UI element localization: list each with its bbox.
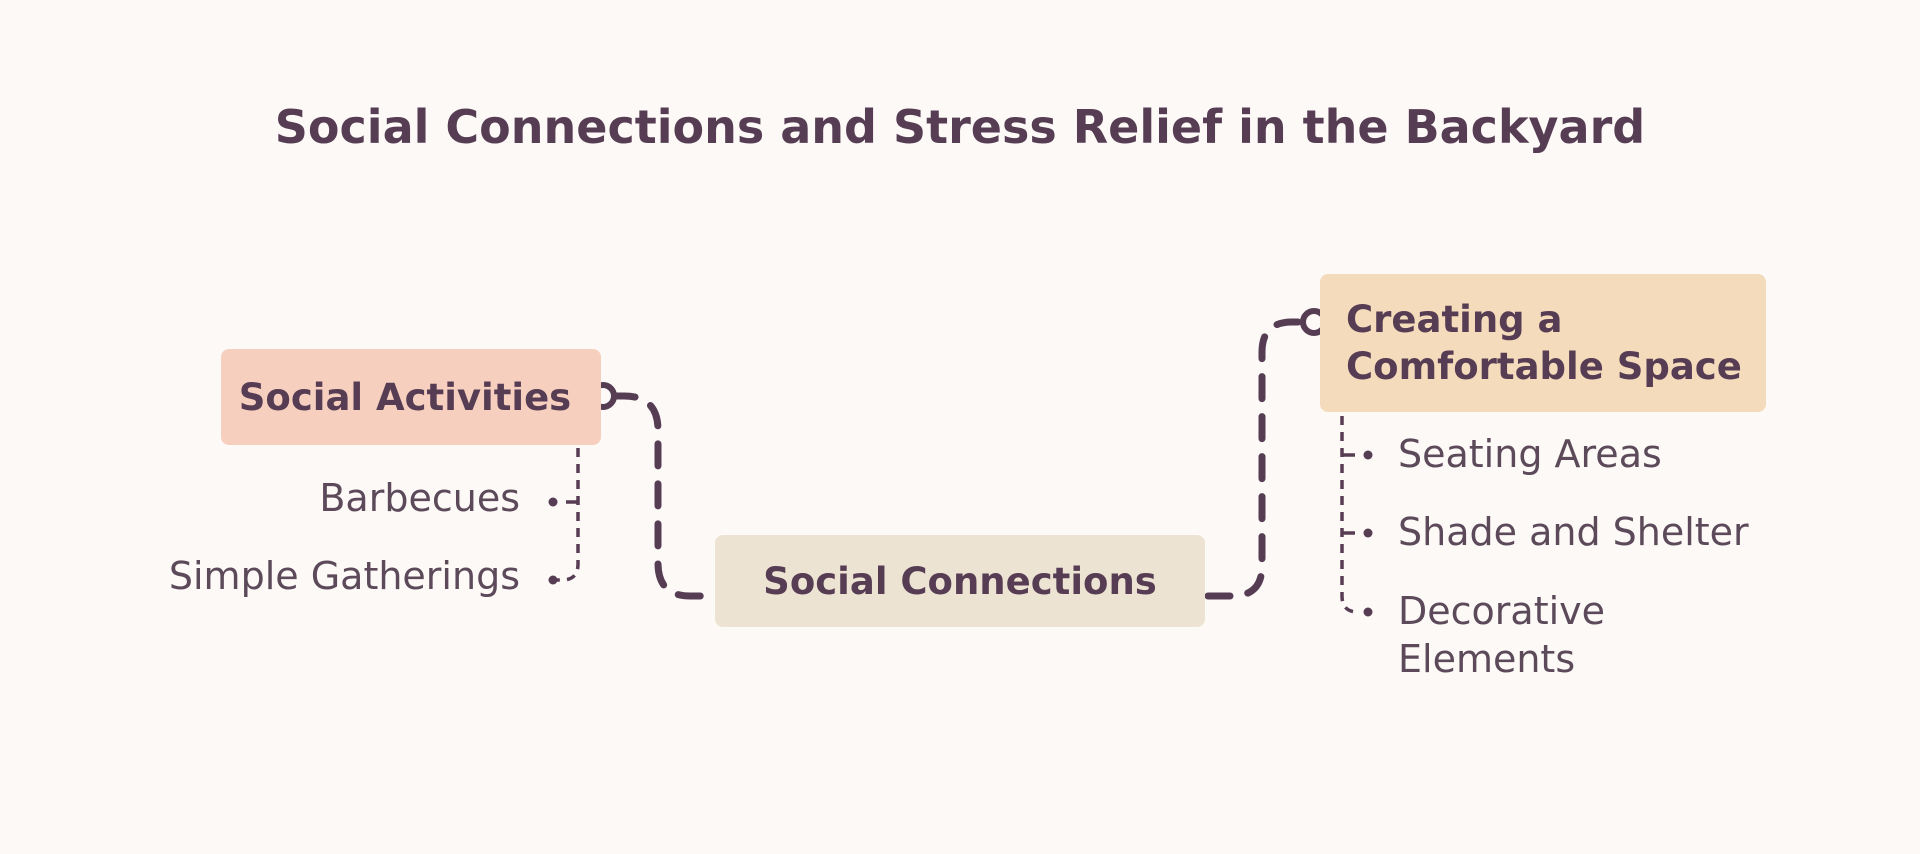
bullet-simple-gatherings bbox=[548, 575, 558, 585]
diagram-title: Social Connections and Stress Relief in … bbox=[274, 100, 1646, 154]
node-comfortable-space: Creating a Comfortable Space bbox=[1320, 274, 1766, 412]
leaf-shade-and-shelter: Shade and Shelter bbox=[1398, 510, 1749, 554]
connector-center-to-comfort bbox=[1204, 318, 1302, 600]
leaf-decorative-elements: Decorative Elements bbox=[1398, 589, 1606, 681]
bullet-decorative bbox=[1363, 607, 1373, 617]
leaf-barbecues: Barbecues bbox=[319, 476, 520, 520]
bullet-shade bbox=[1363, 528, 1373, 538]
leaf-seating-areas: Seating Areas bbox=[1398, 432, 1662, 476]
node-social-connections-label: Social Connections bbox=[763, 559, 1157, 603]
node-social-connections: Social Connections bbox=[715, 535, 1205, 627]
connector-activities-to-center bbox=[609, 392, 717, 600]
bullet-seating bbox=[1363, 450, 1373, 460]
node-social-activities-label: Social Activities bbox=[238, 375, 572, 419]
bullet-barbecues bbox=[548, 497, 558, 507]
branch-activities-children bbox=[555, 448, 580, 582]
node-comfortable-space-label: Creating a Comfortable Space bbox=[1346, 298, 1742, 388]
leaf-simple-gatherings: Simple Gatherings bbox=[168, 554, 520, 598]
node-social-activities: Social Activities bbox=[221, 349, 601, 445]
branch-comfort-children bbox=[1340, 416, 1360, 614]
